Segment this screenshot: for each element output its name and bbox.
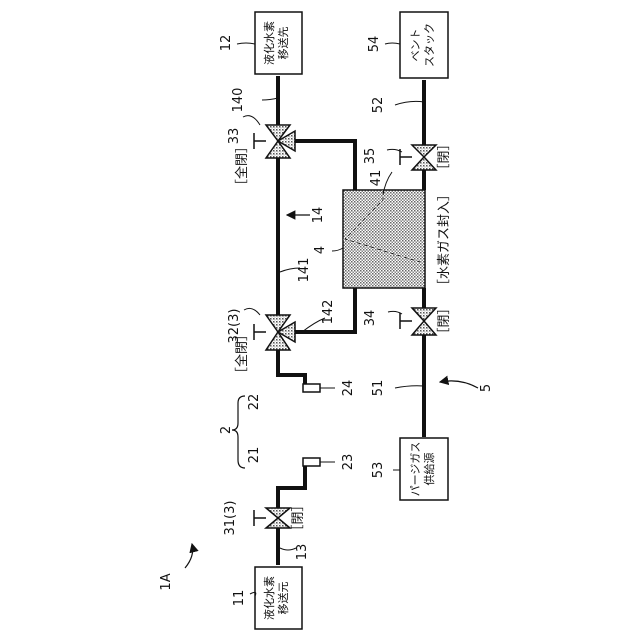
valve-31[interactable] [254,508,290,528]
valve-32[interactable] [254,315,295,350]
state-33: ［全閉］ [234,140,250,192]
ref-14: 14 [311,207,326,224]
ref-24: 24 [341,380,356,397]
state-32: ［全閉］ [234,328,250,380]
source-line1: 液化水素 [262,576,276,620]
dest-line2: 移送先 [276,27,290,60]
ref-11: 11 [232,590,247,607]
ref-35: 35 [363,148,378,165]
ref-2: 2 [219,426,234,434]
ref-141: 141 [297,258,312,283]
vent-line1: ベント [409,29,422,62]
vent-line2: スタック [423,23,436,67]
container-4 [343,190,425,288]
box-purge-supply: パージガス 供給源 [400,438,448,500]
ref-52: 52 [371,97,386,114]
box-dest: 液化水素 移送先 [255,12,302,74]
coupling-21-body [303,458,320,466]
source-line2: 移送元 [276,582,290,615]
ref-53: 53 [371,462,386,479]
valve-35[interactable] [400,145,436,170]
pipe-142-upper [290,141,355,190]
arrow-1A [185,544,193,568]
purge-line1: パージガス [409,442,422,497]
figure-label-1A: 1A [159,573,174,590]
ref-12: 12 [219,35,234,52]
valve-34[interactable] [400,308,436,335]
arrow-5 [440,381,478,388]
ref-34: 34 [363,310,378,327]
ref-22: 22 [247,394,262,411]
ref-13: 13 [295,544,310,561]
ref-140: 140 [231,88,246,113]
purge-line2: 供給源 [422,453,436,486]
valve-33[interactable] [254,125,295,158]
state-35: ［閉］ [437,137,452,176]
ref-5: 5 [479,384,494,392]
pipe-22-to-32 [278,350,305,388]
ref-23: 23 [341,454,356,471]
ref-4: 4 [313,246,328,254]
box-source: 液化水素 移送元 [255,567,302,629]
ref-31: 31(3) [223,501,238,536]
state-31: ［閉］ [291,498,306,537]
ref-41: 41 [369,170,384,187]
dest-line1: 液化水素 [262,21,276,65]
state-34: ［閉］ [437,301,452,340]
ref-54: 54 [367,36,382,53]
ref-21: 21 [247,447,262,464]
box-vent-stack: ベント スタック [400,12,448,78]
container-state: ［水素ガス封入］ [437,188,452,292]
coupling-22-body [303,384,320,392]
ref-142: 142 [321,300,336,325]
ref-51: 51 [371,380,386,397]
